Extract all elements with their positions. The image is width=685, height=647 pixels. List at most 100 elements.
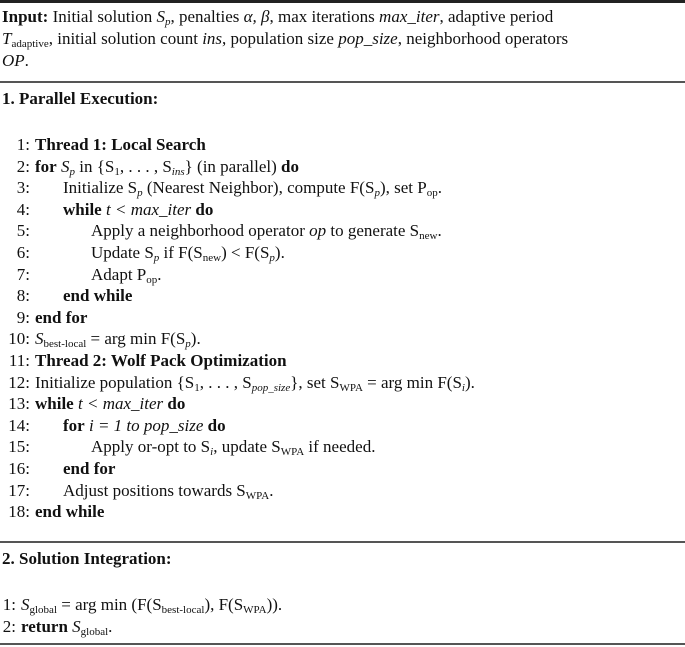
line-text: , . . . , S: [119, 157, 172, 176]
line-number: 17:: [8, 481, 30, 500]
math-sub: ins: [171, 166, 185, 178]
line-number: 14:: [8, 416, 30, 435]
line-text: ).: [190, 329, 201, 348]
line-number: 1:: [16, 135, 30, 154]
math: pop_size: [143, 416, 204, 435]
math: S: [67, 617, 81, 636]
line-number: 5:: [16, 221, 30, 240]
math-var: T: [2, 29, 12, 48]
math-sub: best-local: [43, 338, 87, 350]
math-var: ins: [202, 29, 223, 48]
math-sub: WPA: [339, 382, 363, 394]
line-number: 8:: [16, 286, 30, 305]
input-text: , initial solution count: [48, 29, 203, 48]
keyword: end while: [63, 286, 133, 305]
line-text: ) < F(S: [221, 243, 270, 262]
line-text: = arg min F(S: [86, 329, 186, 348]
math-sub: WPA: [280, 446, 305, 458]
line-number: 16:: [8, 459, 30, 478]
line-number: 3:: [16, 178, 30, 197]
math: S: [35, 329, 44, 348]
math-sub: p: [374, 187, 380, 199]
math-var: OP: [2, 51, 25, 70]
algorithm-line: 11:Thread 2: Wolf Pack Optimization: [0, 350, 287, 372]
line-text: )).: [266, 595, 283, 614]
algorithm-line: 14:for i = 1 to pop_size do: [0, 415, 226, 437]
line-number: 2:: [2, 617, 16, 636]
algorithm-line: 1:Thread 1: Local Search: [0, 134, 206, 156]
keyword: while: [63, 200, 102, 219]
math: S: [56, 157, 70, 176]
line-text: Adapt P: [91, 265, 147, 284]
math-sub: adaptive: [11, 38, 49, 50]
keyword: do: [191, 200, 214, 219]
line-text: , . . . , S: [199, 373, 252, 392]
keyword: for: [63, 416, 85, 435]
line-number: 9:: [16, 308, 30, 327]
math-sub: global: [29, 604, 58, 616]
line-text: if F(S: [159, 243, 203, 262]
line-number: 4:: [16, 200, 30, 219]
math: op: [309, 221, 327, 240]
math-sub: best-local: [161, 604, 205, 616]
section-divider: [0, 81, 685, 83]
line-text: Adjust positions towards S: [63, 481, 246, 500]
algorithm-line: 7:Adapt Pop.: [0, 264, 162, 286]
input-text: , adaptive period: [439, 7, 554, 26]
algorithm-line: 13:while t < max_iter do: [0, 393, 185, 415]
algorithm-line: 8: end while: [0, 285, 133, 307]
line-text: } (in parallel): [184, 157, 282, 176]
math-sub: op: [426, 187, 438, 199]
algorithm-line: 17: Adjust positions towards SWPA.: [0, 480, 273, 502]
math-sub: p: [164, 16, 171, 28]
line-number: 18:: [8, 502, 30, 521]
math-var: S: [156, 7, 165, 26]
line-text: Apply a neighborhood operator: [91, 221, 310, 240]
algorithm-line: 15: Apply or-opt to Si, update SWPA if ne…: [0, 436, 375, 458]
line-text: to generate S: [326, 221, 420, 240]
line-number: 1:: [2, 595, 16, 614]
keyword: do: [203, 416, 226, 435]
algorithm-line: 5: Apply a neighborhood operator op to ge…: [0, 220, 442, 242]
line-text: ), set P: [379, 178, 427, 197]
math-sub: 1: [194, 382, 200, 394]
math: max_iter: [130, 200, 192, 219]
math-sub: i: [210, 446, 214, 458]
keyword: return: [21, 617, 68, 636]
keyword: end while: [35, 502, 105, 521]
line-text: Update S: [91, 243, 154, 262]
line-text: , update S: [213, 437, 281, 456]
line-number: 10:: [8, 329, 30, 348]
input-text: .: [24, 51, 29, 70]
line-number: 15:: [8, 437, 30, 456]
keyword: for: [35, 157, 57, 176]
keyword: while: [35, 394, 74, 413]
algorithm-line: 1:Sglobal = arg min (F(Sbest-local), F(S…: [0, 594, 282, 616]
math-sub: p: [269, 252, 275, 264]
math-sub: WPA: [245, 490, 270, 502]
math-sub: p: [153, 252, 160, 264]
math-sub: p: [69, 166, 75, 178]
algorithm-line: 2:for Sp in {S1, . . . , Sins} (in paral…: [0, 156, 299, 178]
section-divider: [0, 541, 685, 543]
math-sub: p: [137, 187, 143, 199]
algorithm-line: 18: end while: [0, 501, 104, 523]
math: S: [21, 595, 30, 614]
line-number: 2:: [16, 157, 30, 176]
line-number: 13:: [8, 394, 30, 413]
math-sub: global: [80, 626, 109, 638]
algorithm-line: 12:Initialize population {S1, . . . , Sp…: [0, 372, 475, 394]
line-number: 11:: [8, 351, 30, 370]
line-text: .: [108, 617, 113, 636]
algorithm-line: 2: return Sglobal.: [0, 616, 113, 638]
math-var: pop_size: [338, 29, 398, 48]
line-text: if needed.: [304, 437, 376, 456]
line-text: = arg min (F(S: [57, 595, 162, 614]
line-number: 12:: [8, 373, 30, 392]
keyword: do: [281, 157, 300, 176]
keyword: end for: [63, 459, 116, 478]
section-title-solution-integration: 2. Solution Integration:: [2, 549, 172, 568]
line-text: .: [269, 481, 274, 500]
section-title-parallel-execution: 1. Parallel Execution:: [2, 89, 159, 108]
line-text: Apply or-opt to S: [91, 437, 211, 456]
